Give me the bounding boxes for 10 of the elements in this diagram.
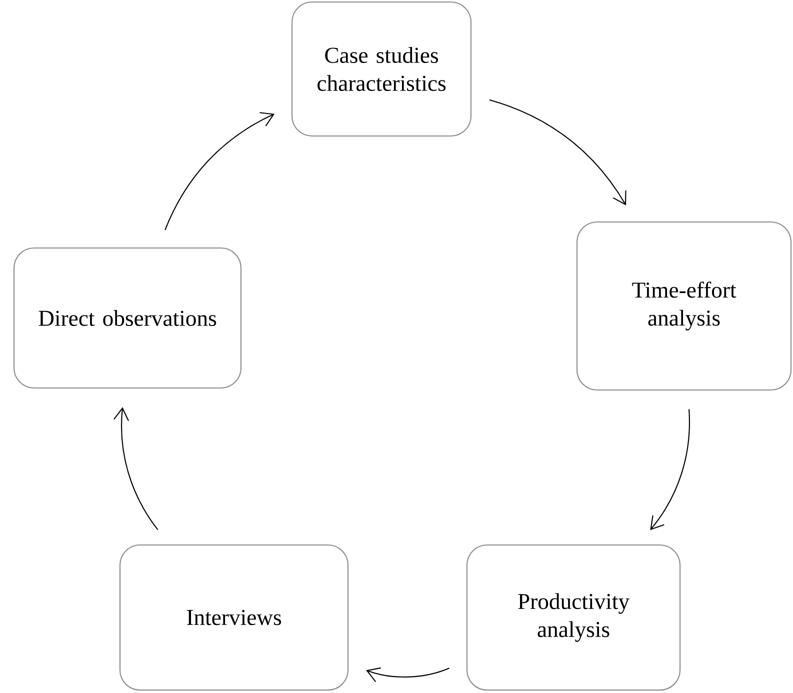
process-box: Time-effort analysis: [576, 221, 792, 391]
arrow: [650, 409, 690, 530]
process-box: Productivity analysis: [466, 544, 681, 691]
process-box: Interviews: [119, 544, 349, 691]
arrow: [366, 667, 450, 682]
process-box: Direct observations: [14, 247, 242, 389]
arrow: [164, 112, 275, 230]
arrow: [489, 99, 626, 206]
process-box: Case studies characteristics: [292, 1, 472, 137]
arrow: [114, 407, 158, 530]
